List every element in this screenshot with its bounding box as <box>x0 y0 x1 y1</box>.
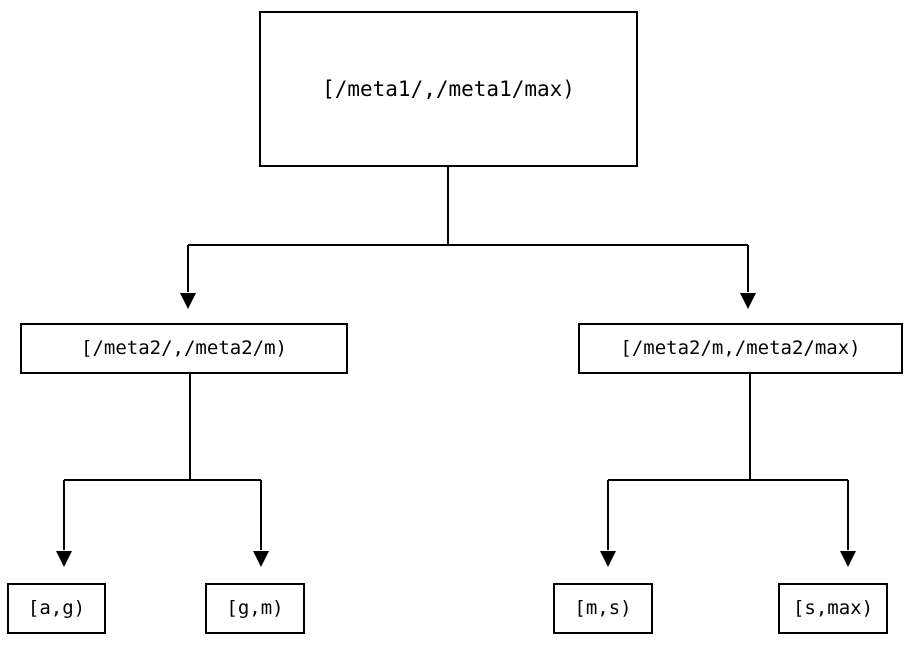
tree-node-leaf-ms: [m,s) <box>553 583 653 634</box>
tree-node-leaf-ag-label: [a,g) <box>27 597 86 619</box>
tree-node-root: [/meta1/,/meta1/max) <box>259 11 638 167</box>
arrowhead-mid-left-to-leaf-ag <box>56 551 72 567</box>
arrowhead-root-to-mid-left <box>180 293 196 309</box>
arrowhead-mid-right-to-leaf-ms <box>600 551 616 567</box>
tree-node-leaf-ag: [a,g) <box>7 583 106 634</box>
tree-node-mid-right: [/meta2/m,/meta2/max) <box>578 323 903 374</box>
tree-node-leaf-gm-label: [g,m) <box>226 597 284 619</box>
tree-node-mid-left: [/meta2/,/meta2/m) <box>20 323 348 374</box>
tree-node-mid-left-label: [/meta2/,/meta2/m) <box>81 337 287 359</box>
tree-node-leaf-ms-label: [m,s) <box>574 597 632 619</box>
tree-node-leaf-smax: [s,max) <box>778 583 888 634</box>
arrowhead-root-to-mid-right <box>740 293 756 309</box>
tree-node-leaf-smax-label: [s,max) <box>792 597 874 619</box>
tree-node-mid-right-label: [/meta2/m,/meta2/max) <box>620 337 861 359</box>
tree-node-root-label: [/meta1/,/meta1/max) <box>322 76 575 101</box>
arrowhead-mid-left-to-leaf-gm <box>253 551 269 567</box>
arrowhead-mid-right-to-leaf-smax <box>840 551 856 567</box>
tree-node-leaf-gm: [g,m) <box>205 583 305 634</box>
